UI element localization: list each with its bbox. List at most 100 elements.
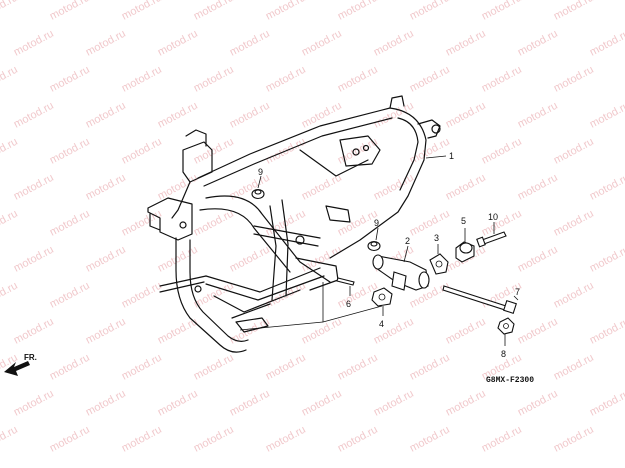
watermark-text: motod.ru xyxy=(588,316,625,347)
callout-frame-nut: 9 xyxy=(258,167,263,177)
watermark-text: motod.ru xyxy=(408,424,452,455)
watermark-text: motod.ru xyxy=(588,28,625,59)
watermark-text: motod.ru xyxy=(48,352,92,383)
frame-body-drawing xyxy=(147,95,441,353)
callout-stopper-rubber: 4 xyxy=(379,319,384,329)
watermark-text: motod.ru xyxy=(336,64,380,95)
watermark-text: motod.ru xyxy=(336,424,380,455)
watermark-text: motod.ru xyxy=(516,172,560,203)
frame-nut-part xyxy=(251,175,265,200)
watermark-text: motod.ru xyxy=(156,100,200,131)
callout-flange-bolt: 10 xyxy=(488,212,498,222)
watermark-text: motod.ru xyxy=(12,28,56,59)
frame-leader-line xyxy=(425,155,447,159)
watermark-text: motod.ru xyxy=(0,424,20,455)
watermark-pattern: motod.ru motod.ru motod.ru motod.ru motod.ru… xyxy=(0,0,625,455)
watermark-text: motod.ru xyxy=(228,172,272,203)
watermark-text: motod.ru xyxy=(12,100,56,131)
watermark-text: motod.ru xyxy=(552,136,596,167)
watermark-text: motod.ru xyxy=(408,0,452,23)
front-direction-arrow xyxy=(4,361,30,376)
watermark-text: motod.ru xyxy=(48,136,92,167)
callout-frame-body: 1 xyxy=(449,151,454,161)
diagram-code: G8MX-F2300 xyxy=(486,376,534,385)
watermark-text: motod.ru xyxy=(84,172,128,203)
watermark-text: motod.ru xyxy=(444,316,488,347)
watermark-text: motod.ru xyxy=(588,100,625,131)
watermark-text: motod.ru xyxy=(516,100,560,131)
watermark-text: motod.ru xyxy=(48,0,92,23)
callout-hanger-nut: 9 xyxy=(374,218,379,228)
watermark-text: motod.ru xyxy=(120,424,164,455)
callout-engine-hanger: 2 xyxy=(405,236,410,246)
watermark-text: motod.ru xyxy=(120,136,164,167)
flange-bolt-part xyxy=(476,222,507,248)
watermark-text: motod.ru xyxy=(12,172,56,203)
watermark-text: motod.ru xyxy=(84,100,128,131)
watermark-text: motod.ru xyxy=(552,64,596,95)
watermark-text: motod.ru xyxy=(228,244,272,275)
watermark-text: motod.ru xyxy=(84,316,128,347)
watermark-text: motod.ru xyxy=(372,100,416,131)
watermark-text: motod.ru xyxy=(12,244,56,275)
watermark-text: motod.ru xyxy=(480,64,524,95)
watermark-text: motod.ru xyxy=(336,352,380,383)
watermark-text: motod.ru xyxy=(588,172,625,203)
engine-hanger-part xyxy=(372,245,430,291)
watermark-text: motod.ru xyxy=(552,208,596,239)
watermark-text: motod.ru xyxy=(300,172,344,203)
watermark-text: motod.ru xyxy=(156,388,200,419)
lock-nut-part xyxy=(497,317,515,346)
watermark-text: motod.ru xyxy=(408,208,452,239)
watermark-text: motod.ru xyxy=(84,244,128,275)
watermark-text: motod.ru xyxy=(408,64,452,95)
watermark-text: motod.ru xyxy=(120,208,164,239)
watermark-text: motod.ru xyxy=(228,100,272,131)
watermark-text: motod.ru xyxy=(552,352,596,383)
watermark-text: motod.ru xyxy=(516,28,560,59)
watermark-text: motod.ru xyxy=(192,64,236,95)
watermark-text: motod.ru xyxy=(300,388,344,419)
callout-rubber-bushing: 5 xyxy=(461,216,466,226)
watermark-text: motod.ru xyxy=(408,352,452,383)
watermark-text: motod.ru xyxy=(300,28,344,59)
callout-lock-nut: 8 xyxy=(501,349,506,359)
callout-pin: 6 xyxy=(346,299,351,309)
watermark-text: motod.ru xyxy=(264,0,308,23)
watermark-text: motod.ru xyxy=(48,208,92,239)
watermark-text: motod.ru xyxy=(408,136,452,167)
watermark-text: motod.ru xyxy=(12,388,56,419)
watermark-text: motod.ru xyxy=(552,424,596,455)
watermark-text: motod.ru xyxy=(444,100,488,131)
watermark-text: motod.ru xyxy=(228,28,272,59)
watermark-text: motod.ru xyxy=(480,424,524,455)
watermark-text: motod.ru xyxy=(48,64,92,95)
watermark-text: motod.ru xyxy=(0,0,20,23)
watermark-text: motod.ru xyxy=(156,244,200,275)
watermark-text: motod.ru xyxy=(48,424,92,455)
watermark-text: motod.ru xyxy=(372,388,416,419)
watermark-text: motod.ru xyxy=(264,64,308,95)
watermark-text: motod.ru xyxy=(264,424,308,455)
watermark-text: motod.ru xyxy=(516,316,560,347)
watermark-text: motod.ru xyxy=(516,388,560,419)
watermark-text: motod.ru xyxy=(120,352,164,383)
watermark-text: motod.ru xyxy=(300,316,344,347)
watermark-text: motod.ru xyxy=(552,280,596,311)
direction-label: FR. xyxy=(24,353,37,362)
watermark-text: motod.ru xyxy=(480,136,524,167)
callout-long-bolt: 7 xyxy=(515,287,520,297)
watermark-text: motod.ru xyxy=(444,388,488,419)
pin-part xyxy=(336,277,355,296)
watermark-text: motod.ru xyxy=(192,208,236,239)
long-bolt-part xyxy=(442,285,519,314)
watermark-text: motod.ru xyxy=(372,28,416,59)
watermark-text: motod.ru xyxy=(588,244,625,275)
watermark-text: motod.ru xyxy=(84,28,128,59)
watermark-text: motod.ru xyxy=(480,0,524,23)
watermark-text: motod.ru xyxy=(120,0,164,23)
watermark-text: motod.ru xyxy=(0,280,20,311)
watermark-text: motod.ru xyxy=(336,0,380,23)
